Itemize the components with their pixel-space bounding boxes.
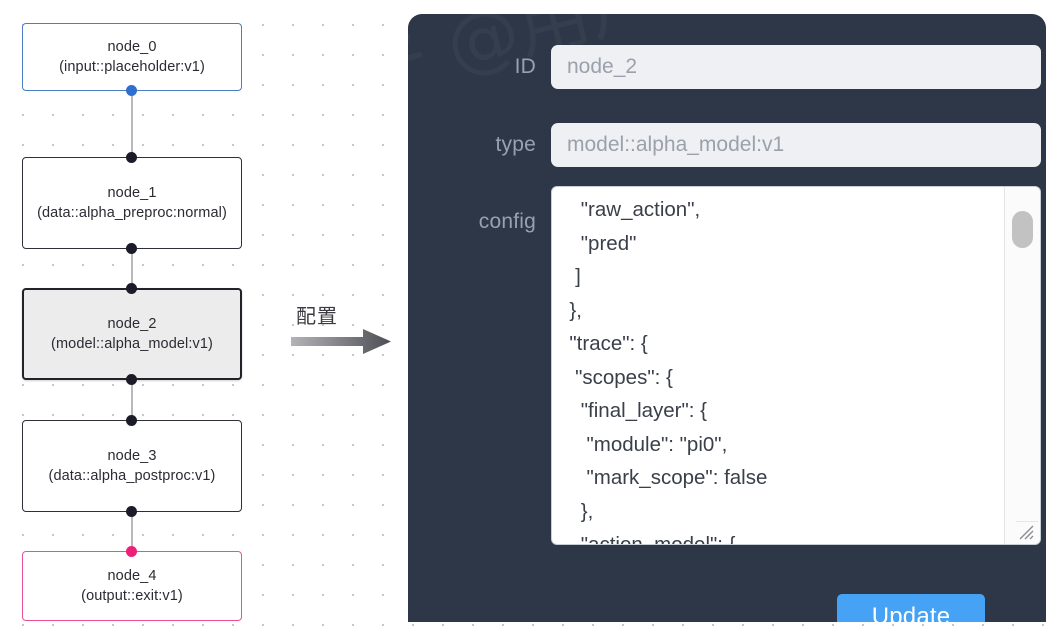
port-node_4-in[interactable]: [126, 546, 137, 557]
type-input[interactable]: [551, 123, 1041, 167]
config-field-label: config: [478, 210, 536, 233]
graph-node-label: node_0(input::placeholder:v1): [59, 39, 205, 75]
flow-arrow-icon: [289, 327, 393, 357]
graph-node-node_3[interactable]: node_3(data::alpha_postproc:v1): [22, 420, 242, 512]
resize-handle-icon[interactable]: [1016, 521, 1038, 543]
port-node_1-in[interactable]: [126, 152, 137, 163]
node-config-panel: 知乎 @用户 ID type config "raw_action", "pre…: [408, 14, 1046, 622]
flow-arrow-label: 配置: [296, 304, 338, 328]
port-node_2-out[interactable]: [126, 374, 137, 385]
edge-node3-node4: [131, 512, 133, 553]
edge-node1-node2: [131, 249, 133, 290]
graph-node-label: node_3(data::alpha_postproc:v1): [48, 448, 216, 484]
port-node_2-in[interactable]: [126, 283, 137, 294]
config-textarea[interactable]: "raw_action", "pred" ] }, "trace": { "sc…: [552, 187, 1004, 544]
graph-canvas[interactable]: node_0(input::placeholder:v1) node_1(dat…: [0, 0, 400, 643]
field-row-config: config "raw_action", "pred" ] }, "trace"…: [416, 186, 1041, 545]
port-node_3-in[interactable]: [126, 415, 137, 426]
field-row-id: ID: [416, 45, 1041, 89]
config-editor[interactable]: "raw_action", "pred" ] }, "trace": { "sc…: [551, 186, 1041, 545]
id-input[interactable]: [551, 45, 1041, 89]
graph-node-node_4[interactable]: node_4(output::exit:v1): [22, 551, 242, 621]
port-node_1-out[interactable]: [126, 243, 137, 254]
graph-node-label: node_1(data::alpha_preproc:normal): [37, 185, 227, 221]
id-field-label: ID: [514, 55, 536, 78]
graph-node-label: node_4(output::exit:v1): [81, 568, 183, 604]
graph-node-label: node_2(model::alpha_model:v1): [51, 316, 213, 352]
graph-node-node_2[interactable]: node_2(model::alpha_model:v1): [22, 288, 242, 380]
graph-node-node_1[interactable]: node_1(data::alpha_preproc:normal): [22, 157, 242, 249]
port-node_0-out[interactable]: [126, 85, 137, 96]
port-node_3-out[interactable]: [126, 506, 137, 517]
graph-node-node_0[interactable]: node_0(input::placeholder:v1): [22, 23, 242, 91]
edge-node0-node1: [131, 91, 133, 159]
field-row-type: type: [416, 123, 1041, 167]
edge-node2-node3: [131, 380, 133, 422]
config-scrollbar-thumb[interactable]: [1012, 211, 1033, 248]
update-button[interactable]: Update: [837, 594, 985, 622]
config-scrollbar[interactable]: [1004, 187, 1040, 544]
type-field-label: type: [495, 133, 536, 156]
